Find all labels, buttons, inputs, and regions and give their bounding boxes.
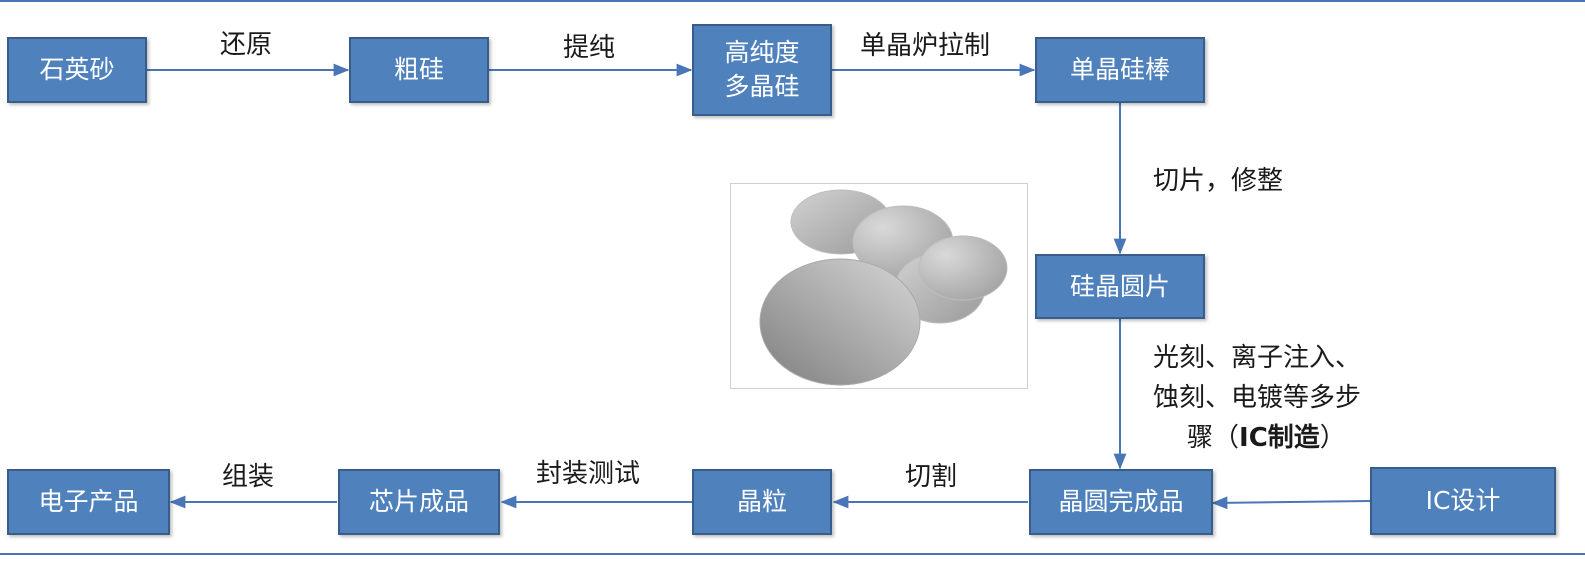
edge-label-process-line3: 骤（IC制造）	[1187, 418, 1346, 458]
node-label: 单晶硅棒	[1069, 55, 1170, 84]
top-rule	[0, 0, 1585, 2]
node-label: 粗硅	[393, 55, 444, 84]
process-line3-prefix: 骤（	[1187, 423, 1240, 453]
node-label: 晶圆完成品	[1058, 487, 1184, 516]
arrow-ic-design-to-finished	[1211, 496, 1371, 510]
wafer-illustration	[759, 189, 1008, 386]
node-ic-design: IC设计	[1370, 467, 1556, 535]
edge-label-process-line2: 蚀刻、电镀等多步	[1153, 383, 1362, 413]
node-crude-silicon: 粗硅	[349, 37, 489, 103]
wafer-disc	[759, 258, 921, 386]
node-label: 芯片成品	[368, 487, 469, 516]
node-label: 硅晶圆片	[1069, 271, 1170, 301]
node-high-purity-polysilicon: 高纯度 多晶硅	[692, 24, 832, 116]
node-label: IC设计	[1425, 486, 1501, 515]
node-die: 晶粒	[692, 469, 832, 535]
node-label: 石英砂	[39, 55, 115, 84]
wafer-disc	[918, 235, 1008, 301]
edge-label-process-line1: 光刻、离子注入、	[1153, 343, 1362, 373]
node-label-line1: 高纯度	[724, 38, 800, 67]
edge-label-packaging-test: 封装测试	[536, 459, 641, 489]
edge-label-crystal-pulling: 单晶炉拉制	[860, 31, 991, 61]
node-label: 电子产品	[38, 487, 139, 516]
edge-label-assembly: 组装	[222, 462, 275, 492]
node-finished-chip: 芯片成品	[338, 469, 500, 535]
node-mono-ingot: 单晶硅棒	[1035, 37, 1205, 103]
edge-label-dicing: 切割	[905, 462, 958, 492]
process-line3-bold: IC制造	[1239, 423, 1320, 453]
edge-label-purification: 提纯	[563, 33, 616, 63]
node-label-line2: 多晶硅	[724, 72, 800, 101]
wafer-photo	[730, 183, 1028, 389]
edge-label-reduction: 还原	[220, 30, 273, 60]
node-electronic-product: 电子产品	[7, 469, 170, 535]
node-silicon-wafer: 硅晶圆片	[1035, 254, 1205, 319]
node-finished-wafer: 晶圆完成品	[1029, 469, 1213, 535]
node-label: 晶粒	[736, 487, 787, 516]
edge-label-slicing: 切片，修整	[1153, 166, 1284, 196]
node-quartz-sand: 石英砂	[7, 37, 147, 103]
process-line3-suffix: ）	[1319, 423, 1346, 453]
bottom-rule	[0, 553, 1585, 555]
